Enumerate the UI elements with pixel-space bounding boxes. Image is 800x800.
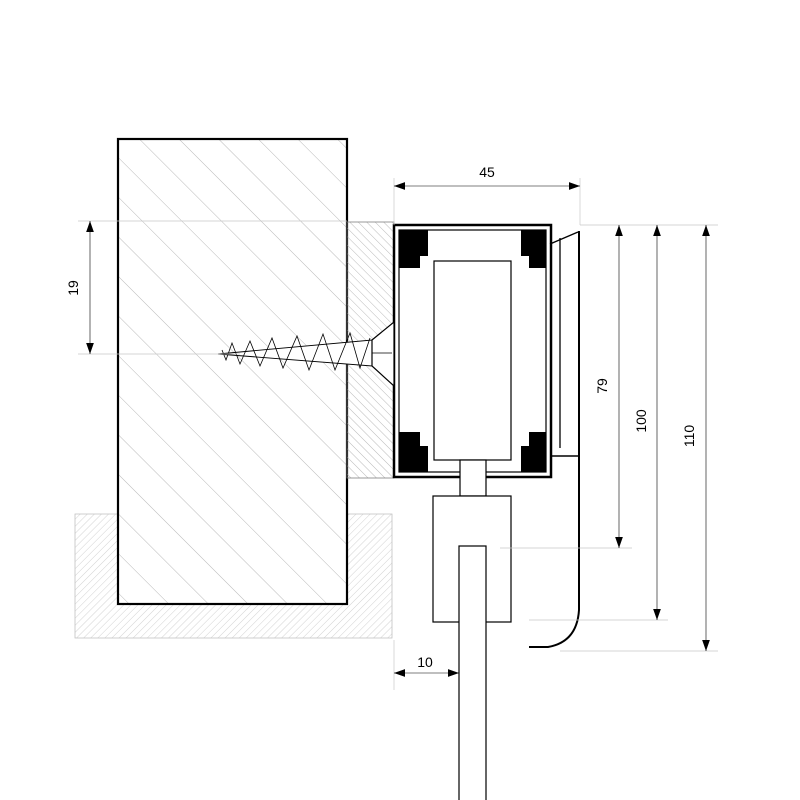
- dimension-labels: 45 19 79 100 110 10: [65, 164, 697, 670]
- cover-strip: [529, 231, 580, 648]
- gasket-bottom-left: [399, 432, 428, 472]
- trolley-body: [433, 260, 512, 461]
- dim-label-19: 19: [65, 280, 81, 296]
- dimension-lines: [86, 182, 710, 677]
- dim-label-79: 79: [594, 378, 610, 394]
- wood-panel: [116, 137, 349, 606]
- aluminum-profile: [392, 223, 553, 800]
- screw: [217, 320, 395, 388]
- trolley-neck: [459, 459, 487, 497]
- dim-label-10: 10: [417, 654, 433, 670]
- dim-label-45: 45: [479, 164, 495, 180]
- extension-lines: [78, 178, 718, 690]
- dim-label-100: 100: [633, 409, 649, 433]
- gasket-top-right: [521, 230, 546, 268]
- door-panel: [458, 545, 487, 800]
- gasket-bottom-right: [521, 432, 546, 472]
- dim-label-110: 110: [681, 425, 697, 448]
- gasket-top-left: [399, 230, 428, 268]
